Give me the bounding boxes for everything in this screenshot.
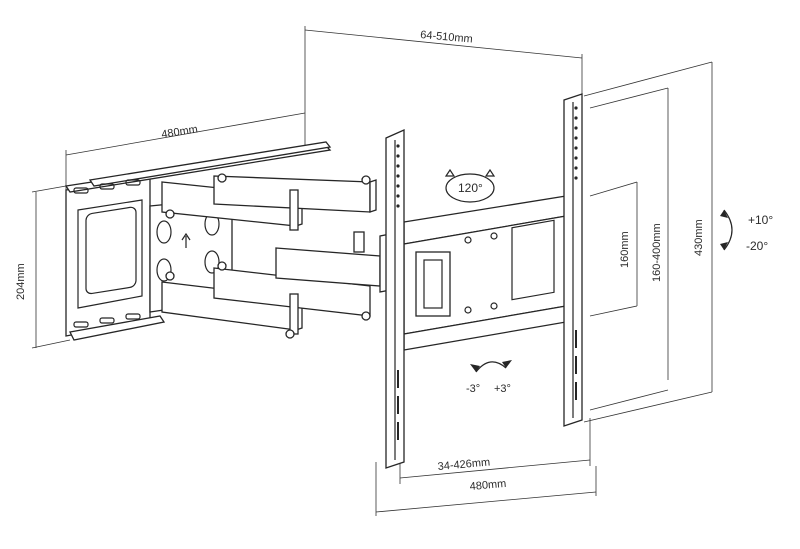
rotation-arrows [444,168,733,373]
tv-bracket [385,93,583,469]
swivel-label: 120° [458,181,483,195]
wall-plate-width-label: 480mm [161,123,199,141]
level-minus-label: -3° [466,383,480,395]
wall-plate-slots [73,179,141,328]
wall-plate-height-label: 204mm [15,263,27,300]
level-arrow-icon [475,361,507,373]
vertical-total-label: 430mm [693,219,705,256]
wall-plate [64,141,332,341]
tilt-up-label: +10° [748,213,773,227]
rail-holes [396,106,578,440]
vertical-min-label: 160mm [619,231,631,268]
horizontal-travel-label: 34-426mm [437,456,490,473]
level-plus-label: +3° [494,383,511,395]
horizontal-total-label: 480mm [469,478,507,493]
dimension-lines [31,26,713,516]
tilt-arrow-icon [723,209,733,251]
bolts [165,173,371,339]
swivel-arrow-icon [445,173,495,203]
extension-label: 64-510mm [420,29,473,46]
articulating-arms [161,173,391,339]
vertical-travel-label: 160-400mm [651,223,663,282]
tilt-down-label: -20° [746,239,768,253]
